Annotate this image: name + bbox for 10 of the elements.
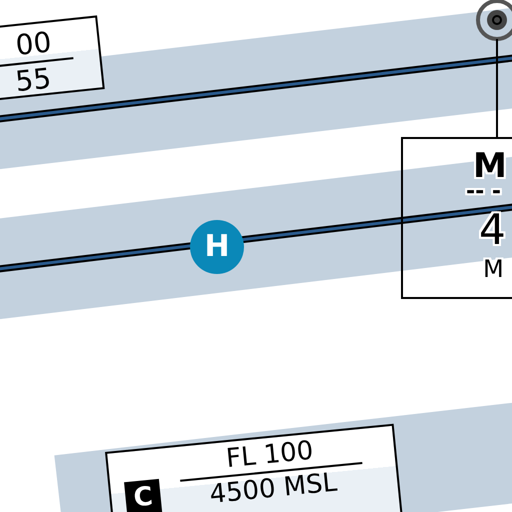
frequency-text: -- - bbox=[466, 181, 502, 203]
airspace-class-label: C bbox=[124, 478, 162, 512]
altitude-text: 00 bbox=[0, 26, 74, 68]
navaid-icon bbox=[475, 0, 512, 42]
altitude-unit-text: M bbox=[483, 257, 504, 281]
identifier-text: M bbox=[473, 149, 507, 183]
leader-line bbox=[496, 39, 498, 137]
heliport-letter: H bbox=[203, 232, 231, 262]
altitude-text: 4 bbox=[479, 209, 506, 251]
altitude-text: 55 bbox=[14, 64, 52, 96]
